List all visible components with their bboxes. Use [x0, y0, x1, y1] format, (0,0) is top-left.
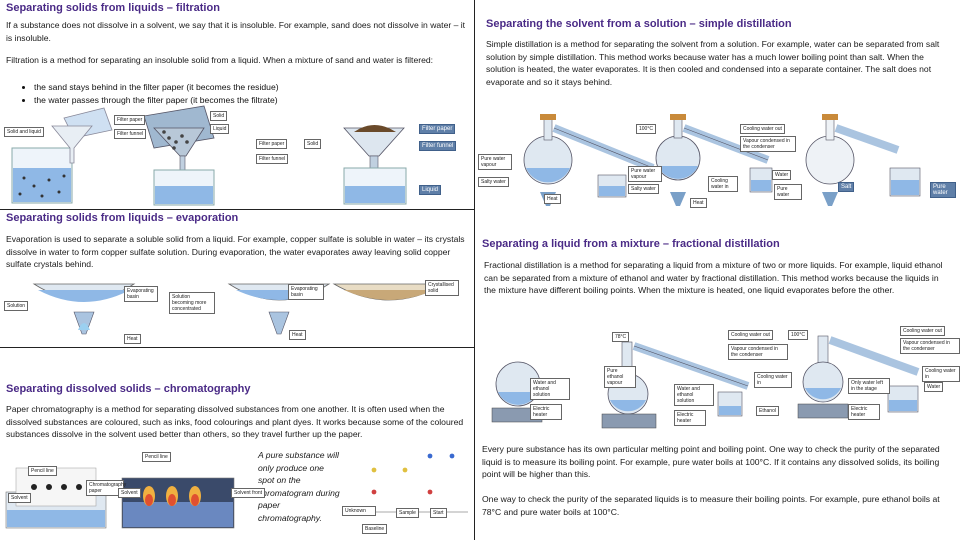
divider-evaporation: [0, 347, 474, 348]
spot-red-1: [371, 489, 377, 495]
label-heat: Heat: [124, 334, 141, 344]
label-liquid: Liquid: [419, 185, 442, 195]
label-salty-water-2: Salty water: [628, 184, 659, 194]
label-concentrated: Solution becoming more concentrated: [169, 292, 215, 314]
label-pencil-line-2: Pencil line: [142, 452, 171, 462]
label-100c-f: 100°C: [788, 330, 808, 340]
spot-red-2: [427, 489, 433, 495]
filtration-heading: Separating solids from liquids – filtrat…: [6, 2, 220, 14]
label-pure-water-result: Pure water: [930, 182, 956, 198]
label-vapour-condensed-f: Vapour condensed in the condenser: [728, 344, 788, 360]
label-pure-water: Pure water: [774, 184, 802, 200]
label-filter-paper-3: Filter paper: [419, 124, 456, 134]
label-vapour-condensed: Vapour condensed in the condenser: [740, 136, 796, 152]
label-78c: 78°C: [612, 332, 630, 342]
label-evaporating-basin: Evaporating basin: [124, 286, 158, 302]
divider-filtration: [0, 209, 474, 210]
evaporation-heading: Separating solids from liquids – evapora…: [6, 212, 239, 224]
label-chromatography-paper: Chromatography paper: [86, 480, 126, 496]
chromatogram-spots: [342, 453, 468, 513]
label-filter-funnel-3: Filter funnel: [419, 141, 457, 151]
label-filter-paper-2: Filter paper: [256, 139, 288, 149]
label-electric-heater-3: Electric heater: [848, 404, 880, 420]
chromatography-side-note: A pure substance will only produce one s…: [258, 450, 340, 523]
chromatogram: Unknown Sample Start Baseline: [340, 453, 470, 536]
label-heat-distill: Heat: [544, 194, 561, 204]
label-liquid-top: Liquid: [210, 124, 230, 134]
label-pure-water-vapour: Pure water vapour: [478, 154, 512, 170]
label-salty-water: Salty water: [478, 177, 509, 187]
label-salt: Salt: [838, 182, 855, 192]
label-cooling-water-in-f: Cooling water in: [754, 372, 792, 388]
label-pure-water-vapour-2: Pure water vapour: [628, 166, 662, 182]
label-sample: Sample: [396, 508, 419, 518]
label-filter-funnel-2: Filter funnel: [256, 154, 289, 164]
filtration-intro: If a substance does not dissolve in a so…: [6, 20, 466, 43]
filtration-bullets: the sand stays behind in the filter pape…: [6, 81, 474, 106]
distillation-heading: Separating the solvent from a solution –…: [486, 18, 792, 30]
label-only-water-left: Only water left in the stage: [848, 378, 890, 394]
label-water-ethanol-2: Water and ethanol solution: [674, 384, 714, 406]
label-pure-ethanol-vapour: Pure ethanol vapour: [604, 366, 636, 388]
filtration-illustration: [11, 105, 407, 206]
purity-paragraph-1: Every pure substance has its own particu…: [482, 444, 940, 480]
label-filter-paper: Filter paper: [114, 115, 146, 125]
spot-yellow-1: [371, 467, 377, 473]
label-solvent: Solvent: [8, 493, 31, 503]
bullet-filtrate: the water passes through the filter pape…: [34, 94, 474, 107]
label-solid: Solid: [304, 139, 322, 149]
evaporation-diagram: Solution Evaporating basin Solution beco…: [4, 276, 470, 346]
chromatography-apparatus: Pencil line Chromatography paper Solvent…: [4, 452, 266, 536]
label-ethanol: Ethanol: [756, 406, 779, 416]
fractional-diagram: 78°C Cooling water out Vapour condensed …: [478, 322, 960, 430]
distillation-description: Simple distillation is a method for sepa…: [486, 39, 940, 87]
label-evaporating-basin-2: Evaporating basin: [288, 284, 324, 300]
filtration-diagram: Solid and liquid Filter paper Filter fun…: [4, 105, 470, 208]
label-start: Start: [430, 508, 447, 518]
distillation-diagram: 100°C Cooling water out Vapour condensed…: [478, 110, 956, 210]
fractional-illustration: [491, 335, 920, 429]
spot-blue-1: [427, 453, 433, 459]
label-water-f: Water: [924, 382, 944, 392]
column-divider: [474, 0, 475, 540]
purity-paragraph-2: One way to check the purity of the separ…: [482, 494, 940, 517]
chromatography-heading: Separating dissolved solids – chromatogr…: [6, 383, 251, 395]
evaporation-illustration: [32, 283, 446, 335]
label-solution: Solution: [4, 301, 29, 311]
label-cooling-water-in-f2: Cooling water in: [922, 366, 960, 382]
fractional-description: Fractional distillation is a method for …: [484, 260, 943, 296]
label-solvent-2: Solvent: [118, 488, 141, 498]
label-100c: 100°C: [636, 124, 656, 134]
spot-yellow-2: [402, 467, 408, 473]
label-water: Water: [772, 170, 792, 180]
filtration-description: Filtration is a method for separating an…: [6, 55, 434, 65]
label-cooling-water-out-f: Cooling water out: [728, 330, 773, 340]
label-cooling-water-out-f2: Cooling water out: [900, 326, 945, 336]
label-baseline: Baseline: [362, 524, 388, 534]
label-vapour-condensed-f2: Vapour condensed in the condenser: [900, 338, 960, 354]
label-pencil-line: Pencil line: [28, 466, 57, 476]
evaporation-description: Evaporation is used to separate a solubl…: [6, 234, 465, 270]
chromatography-description: Paper chromatography is a method for sep…: [6, 404, 464, 440]
spot-blue-2: [449, 453, 455, 459]
label-electric-heater-2: Electric heater: [674, 410, 706, 426]
label-solvent-front: Solvent front: [231, 488, 266, 498]
bullet-residue: the sand stays behind in the filter pape…: [34, 81, 474, 94]
label-cooling-water-out: Cooling water out: [740, 124, 785, 134]
label-solid-top: Solid: [210, 111, 228, 121]
label-cooling-water-in: Cooling water in: [708, 176, 738, 192]
label-unknown-dye: Unknown: [342, 506, 376, 516]
label-heat-2: Heat: [289, 330, 306, 340]
label-water-ethanol: Water and ethanol solution: [530, 378, 570, 400]
fractional-heading: Separating a liquid from a mixture – fra…: [482, 238, 780, 250]
label-filter-funnel: Filter funnel: [114, 129, 147, 139]
label-crystallised-solid: Crystallised solid: [425, 280, 459, 296]
distillation-illustration: [523, 114, 921, 206]
label-solid-and-liquid: Solid and liquid: [4, 127, 44, 137]
label-heat-distill-2: Heat: [690, 198, 707, 208]
label-electric-heater: Electric heater: [530, 404, 562, 420]
